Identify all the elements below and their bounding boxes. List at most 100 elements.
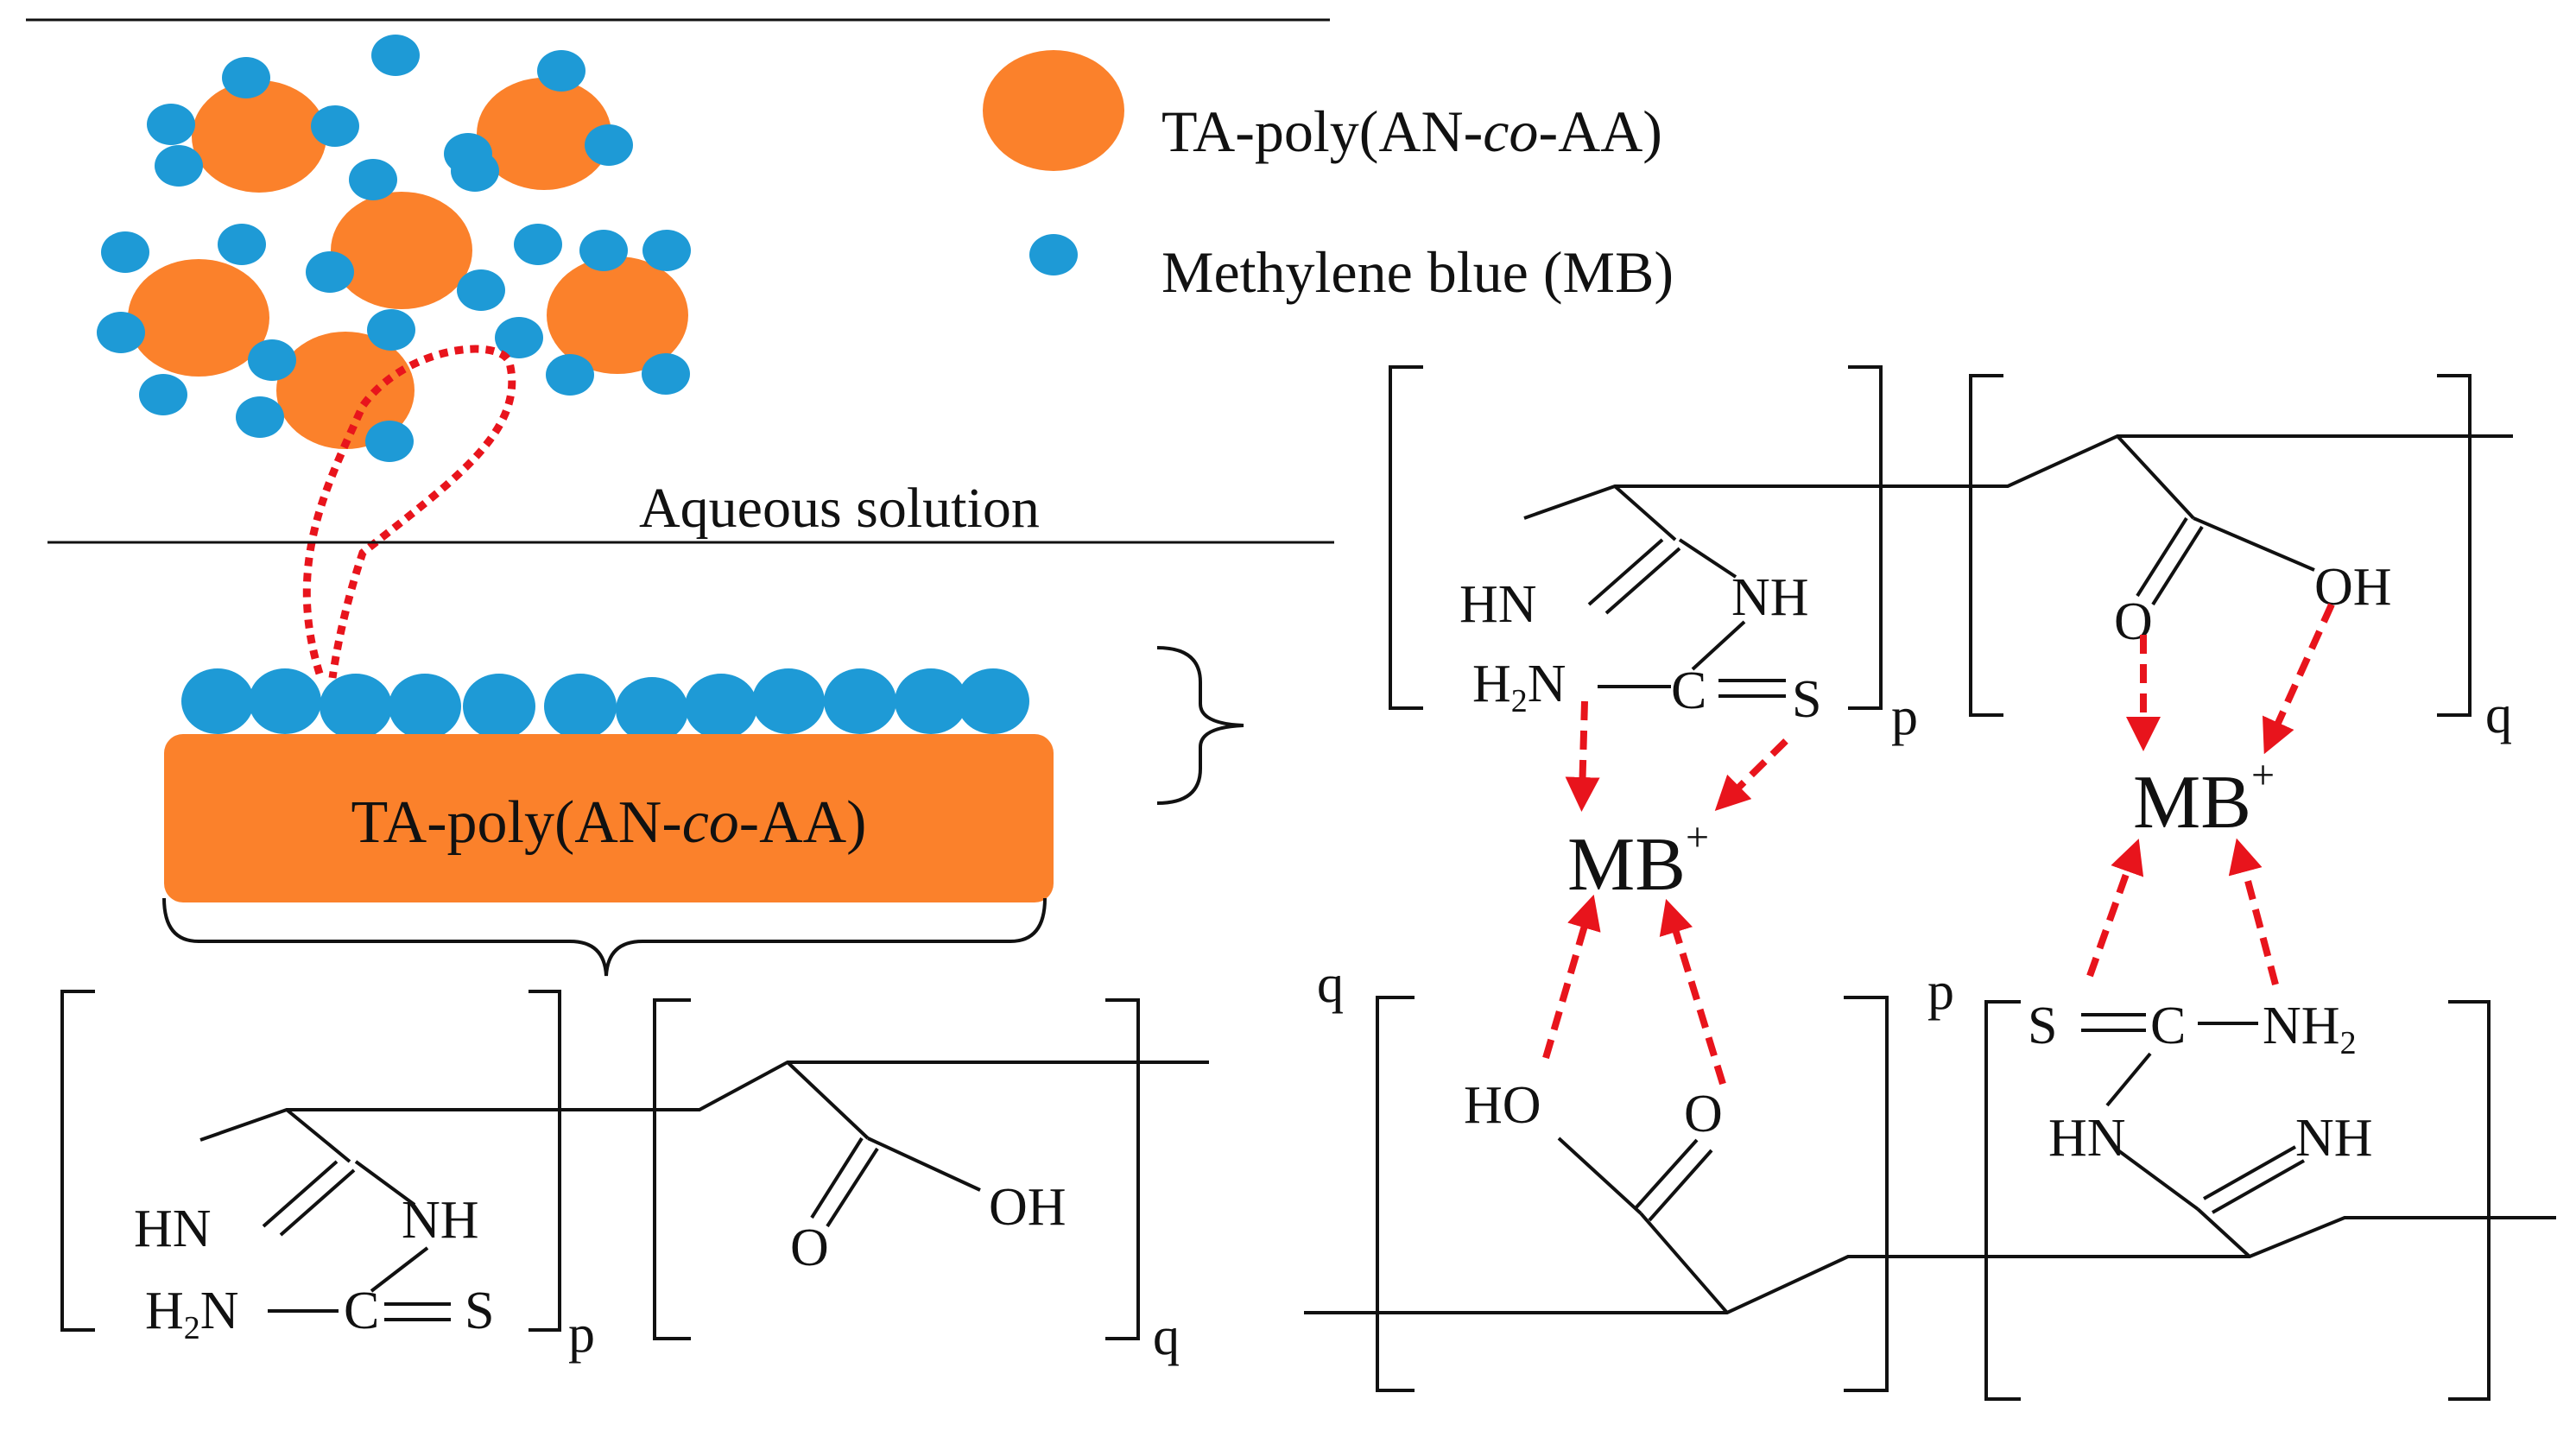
dye-molecule (585, 124, 633, 166)
label-hn: HN (1459, 575, 1537, 634)
bond (1604, 547, 1681, 615)
dye-molecule (147, 104, 195, 145)
label-hn: HN (2048, 1109, 2126, 1168)
bond (2116, 434, 2195, 520)
polymer-particle (547, 256, 688, 374)
bracket-q-bottom-close (1844, 996, 1889, 1392)
dye-molecule (248, 339, 296, 381)
copolymer-structure-left: HN NH H2N C S p O OH q (60, 990, 1209, 1366)
bond (1557, 1137, 1642, 1215)
polymer-particle (128, 259, 269, 377)
label-c: C (1671, 662, 1706, 720)
label-q: q (1153, 1308, 1180, 1366)
legend-dye-swatch (1029, 234, 1078, 275)
label-o: O (1684, 1085, 1723, 1143)
bond (1613, 484, 1677, 541)
dye-molecule (537, 50, 585, 92)
backbone-right-top (1523, 434, 2513, 520)
dye-molecule (218, 224, 266, 265)
bracket-p-top-open (1389, 365, 1423, 710)
label-nh2: NH2 (2263, 997, 2357, 1061)
bond (2151, 525, 2204, 606)
slab-label: TA-poly(AN-co-AA) (351, 789, 866, 856)
bond (2203, 1145, 2296, 1200)
copolymer-structure-right-bottom: q HO O p S C NH2 HN NH (1304, 955, 2556, 1401)
arrow-o-bottom-to-mb (1659, 898, 1726, 1086)
dye-molecule (367, 309, 415, 351)
bond (2114, 1147, 2199, 1211)
interaction-arrows (1542, 603, 2335, 1086)
dye-molecule (579, 230, 628, 271)
adsorbed-dye-molecule (249, 668, 321, 734)
polymer-particle (331, 192, 472, 309)
adsorbed-dye-molecule (544, 674, 617, 739)
dye-molecule (546, 354, 594, 396)
bracket-q-left-close (1105, 998, 1140, 1340)
dye-molecule (457, 269, 505, 311)
label-nh: NH (2295, 1109, 2373, 1168)
dye-molecule (101, 231, 149, 273)
label-p: p (568, 1305, 595, 1364)
backbone-right-bottom (1304, 1216, 2556, 1314)
label-nh: NH (1731, 568, 1809, 627)
arrow-nh2-to-mb (2228, 838, 2279, 986)
backbone-left (199, 1061, 1209, 1142)
dye-molecule (311, 105, 359, 147)
polymer-slab (164, 734, 1054, 902)
bond (285, 1108, 351, 1163)
label-c: C (344, 1282, 379, 1340)
polymer-particle (276, 332, 415, 449)
bond (867, 1137, 981, 1192)
zoom-callout-loop (302, 345, 516, 679)
bond (1691, 620, 1746, 671)
dye-molecule (365, 421, 414, 462)
dye-molecule (222, 57, 270, 98)
legend-particle-swatch (983, 50, 1124, 171)
dye-molecule (371, 35, 420, 76)
bracket-q-top-open (1969, 374, 2003, 717)
dye-molecule (97, 312, 145, 353)
bond (826, 1147, 879, 1228)
label-p: p (1927, 962, 1954, 1021)
bottom-curly-brace (162, 897, 1047, 977)
adsorbed-dye-layer (181, 668, 1029, 743)
bond (370, 1246, 429, 1293)
label-ho: HO (1464, 1076, 1541, 1135)
bracket-p-bottom-close (2448, 1000, 2491, 1401)
adsorbed-dye-molecule (957, 668, 1029, 734)
particle-cluster (128, 78, 688, 449)
bond (1678, 538, 1737, 579)
bond (2105, 1052, 2152, 1107)
label-q: q (2485, 686, 2512, 744)
adsorbed-dye-molecule (824, 668, 896, 734)
label-p: p (1891, 687, 1918, 746)
bond (810, 1137, 864, 1219)
dye-molecule (642, 353, 690, 395)
adsorbed-dye-molecule (463, 674, 535, 739)
dye-molecule (155, 145, 203, 187)
label-s: S (465, 1282, 494, 1340)
label-s: S (1792, 670, 1821, 729)
bond (262, 1160, 339, 1228)
right-curly-brace (1156, 646, 1244, 805)
adsorbed-dye-molecule (320, 674, 392, 739)
label-nh: NH (402, 1191, 479, 1250)
adsorbed-dye-molecule (752, 668, 825, 734)
label-s: S (2028, 997, 2057, 1055)
arrow-s-to-mb (1714, 738, 1788, 812)
adsorbed-dye-molecule (389, 674, 461, 739)
label-h2n: H2N (145, 1282, 239, 1346)
dye-molecule (349, 159, 397, 200)
arrow-ho-to-mb (1542, 894, 1601, 1060)
dye-molecule (495, 317, 543, 358)
adsorbed-dye-molecule (895, 668, 967, 734)
dye-molecule (306, 251, 354, 293)
bond (1639, 1212, 1729, 1314)
bond (1633, 1138, 1699, 1211)
dye-molecule (642, 230, 691, 271)
dye-molecule (514, 224, 562, 265)
mb-cation-left: MB+ (1567, 814, 1709, 907)
bracket-q-left-open (653, 998, 691, 1340)
bond (2136, 516, 2188, 598)
